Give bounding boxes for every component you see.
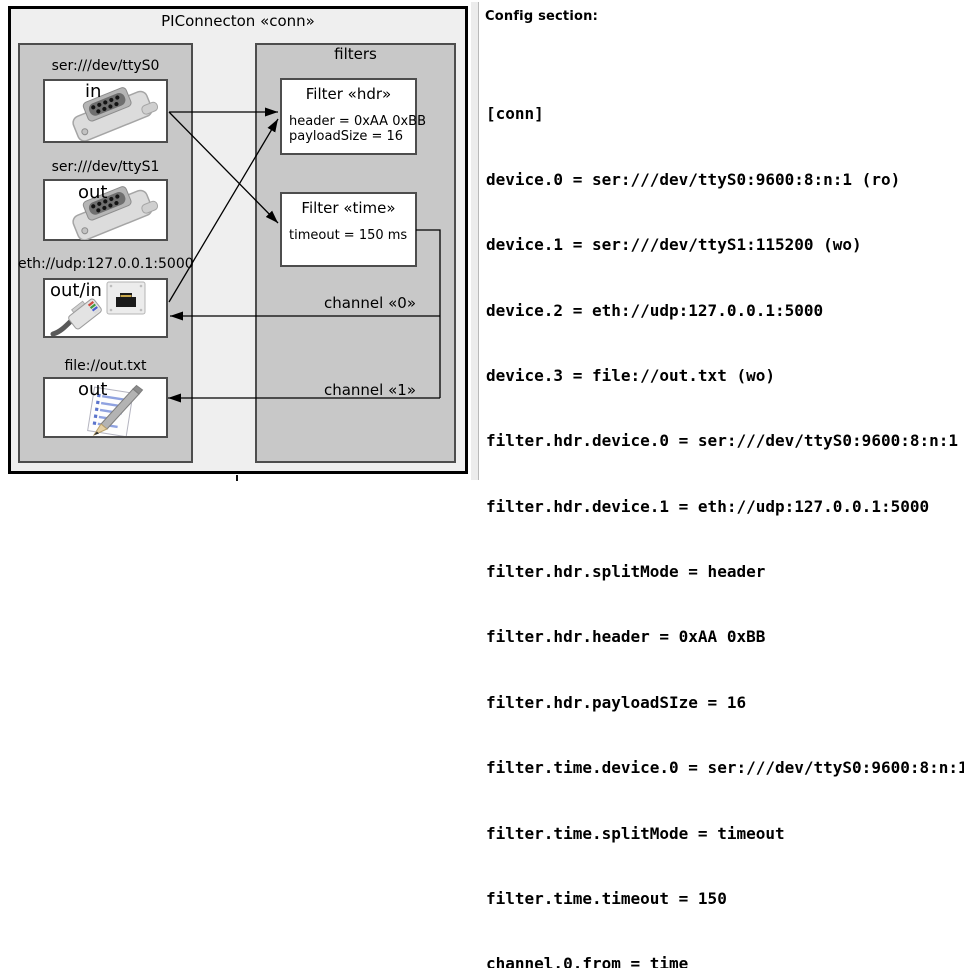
bottom-tick-mark — [236, 475, 238, 481]
window-edge — [471, 2, 479, 480]
device-label-eth: eth://udp:127.0.0.1:5000 — [18, 256, 194, 272]
config-line: [conn] — [486, 104, 544, 124]
device-mode: in — [85, 81, 102, 102]
device-label-file: file://out.txt — [64, 358, 147, 374]
filter-params: timeout = 150 ms — [289, 228, 407, 243]
channel-1-label: channel «1» — [323, 381, 416, 399]
device-box-file: out — [43, 377, 168, 438]
filter-title: Filter «hdr» — [305, 85, 392, 103]
config-line: filter.time.device.0 = ser:///dev/ttyS0:… — [486, 758, 964, 778]
config-line: device.1 = ser:///dev/ttyS1:115200 (wo) — [486, 235, 862, 255]
filter-param: header = 0xAA 0xBB — [289, 114, 427, 129]
diagram-title: PIConnecton «conn» — [161, 12, 315, 30]
notepad-icon — [87, 384, 144, 436]
channel-0-label: channel «0» — [323, 294, 416, 312]
config-line: filter.hdr.payloadSIze = 16 — [486, 692, 747, 712]
device-label-ttys0: ser:///dev/ttyS0 — [51, 58, 160, 74]
config-listing: [conn] device.0 = ser:///dev/ttyS0:9600:… — [486, 41, 964, 968]
device-box-eth: out/in — [43, 278, 168, 338]
ethernet-connector-icon — [50, 281, 146, 336]
config-line: device.3 = file://out.txt (wo) — [486, 365, 775, 385]
config-line: filter.hdr.device.0 = ser:///dev/ttyS0:9… — [486, 431, 959, 451]
serial-connector-icon — [72, 186, 159, 240]
device-mode: out — [78, 182, 108, 203]
config-line: filter.time.splitMode = timeout — [486, 823, 785, 843]
config-line: device.0 = ser:///dev/ttyS0:9600:8:n:1 (… — [486, 169, 901, 189]
filter-param: payloadSize = 16 — [289, 129, 404, 144]
device-label-ttys1: ser:///dev/ttyS1 — [51, 159, 160, 175]
serial-connector-icon — [72, 87, 159, 141]
filter-box-time: Filter «time» timeout = 150 ms — [280, 192, 417, 267]
device-mode: out — [78, 379, 108, 400]
filter-title: Filter «time» — [301, 199, 396, 217]
config-line: device.2 = eth://udp:127.0.0.1:5000 — [486, 300, 824, 320]
filters-panel-title: filters — [334, 45, 377, 63]
config-line: filter.time.timeout = 150 — [486, 888, 727, 908]
filter-param: timeout = 150 ms — [289, 228, 408, 243]
device-box-ttys1: out — [43, 179, 168, 241]
config-line: filter.hdr.header = 0xAA 0xBB — [486, 627, 766, 647]
config-line: filter.hdr.splitMode = header — [486, 562, 766, 581]
config-section-heading: Config section: — [485, 9, 598, 24]
device-mode: out/in — [50, 280, 102, 301]
config-line: channel.0.from = time — [486, 954, 689, 968]
config-line: filter.hdr.device.1 = eth://udp:127.0.0.… — [486, 496, 930, 516]
device-box-ttys0: in — [43, 79, 168, 143]
